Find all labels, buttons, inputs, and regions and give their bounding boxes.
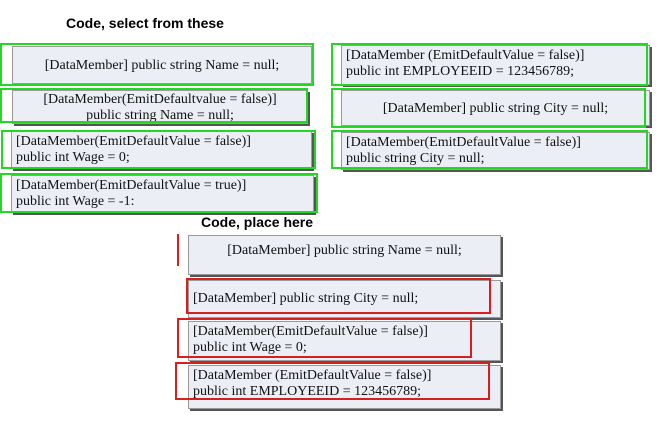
place-heading: Code, place here — [201, 214, 314, 230]
select-tile-wage-zero[interactable]: [DataMember(EmitDefaultValue = false)] p… — [11, 131, 312, 169]
select-tile-employeeid[interactable]: [DataMember (EmitDefaultValue = false)] … — [341, 45, 650, 85]
placed-tile-employeeid[interactable]: [DataMember (EmitDefaultValue = false)] … — [188, 365, 501, 409]
place-marker-1 — [177, 234, 179, 266]
placed-tile-name-null[interactable]: [DataMember] public string Name = null; — [188, 235, 501, 275]
select-tile-city-null[interactable]: [DataMember] public string City = null; — [341, 90, 650, 126]
select-heading: Code, select from these — [66, 15, 224, 31]
placed-tile-city-null[interactable]: [DataMember] public string City = null; — [188, 280, 501, 318]
placed-tile-wage-zero[interactable]: [DataMember(EmitDefaultValue = false)] p… — [188, 321, 501, 361]
select-tile-wage-minus-one[interactable]: [DataMember(EmitDefaultValue = true)] pu… — [11, 175, 314, 213]
select-tile-name-null[interactable]: [DataMember] public string Name = null; — [12, 46, 312, 84]
select-tile-name-emit-false[interactable]: [DataMember(EmitDefaultvalue = false)] p… — [12, 90, 308, 124]
select-tile-city-emit-false[interactable]: [DataMember(EmitDefaultValue = false)] p… — [341, 132, 650, 170]
